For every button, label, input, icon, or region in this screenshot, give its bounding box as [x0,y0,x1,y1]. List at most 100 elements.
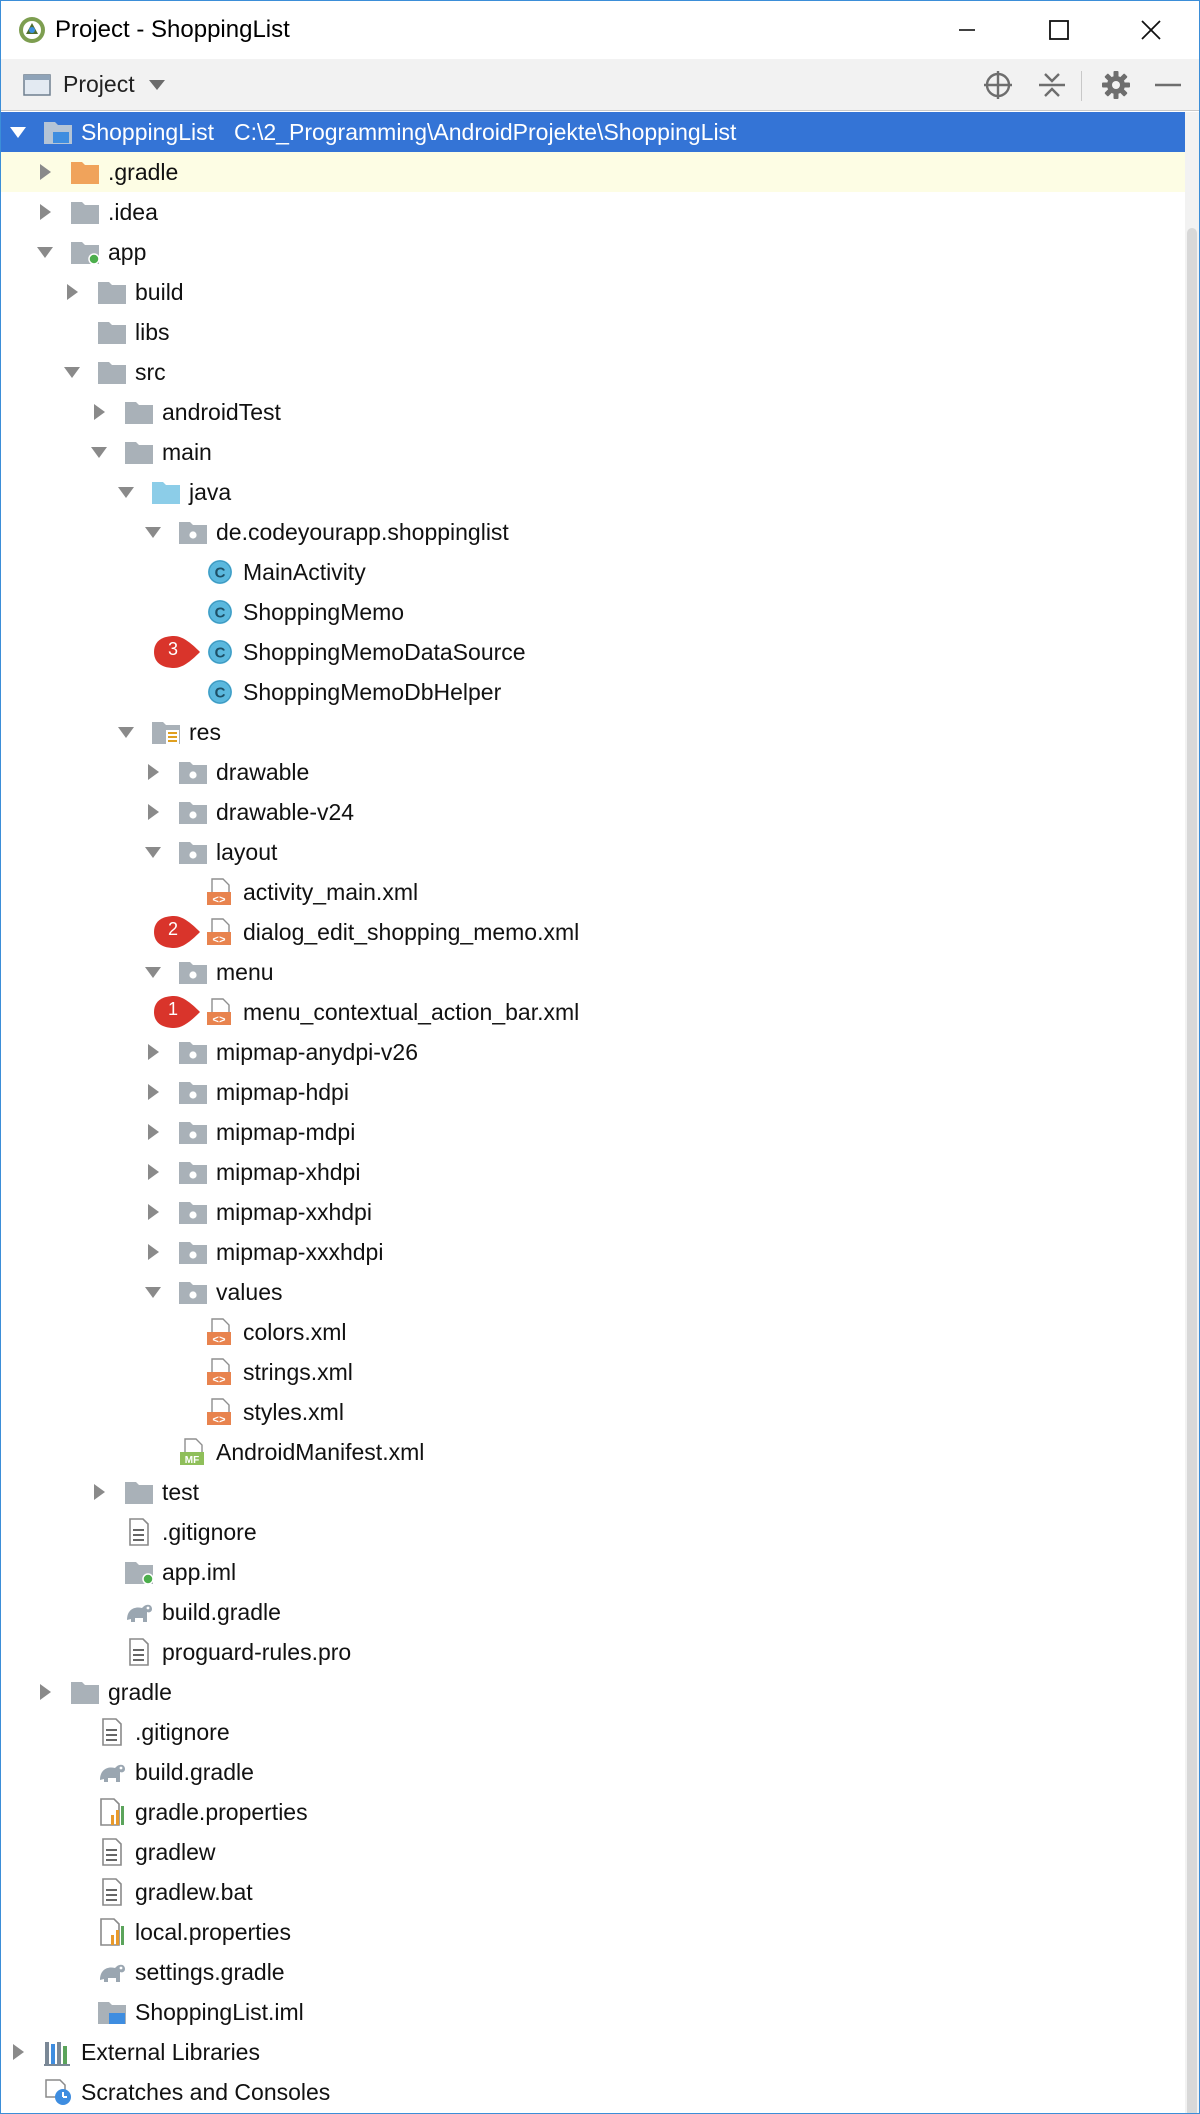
expand-arrow-right-icon[interactable] [144,1123,162,1141]
expand-arrow-right-icon[interactable] [144,1203,162,1221]
locate-button[interactable] [981,69,1015,101]
tree-item[interactable]: de.codeyourapp.shoppinglist [1,512,1199,552]
tree-item[interactable]: java [1,472,1199,512]
expand-arrow-right-icon[interactable] [90,1483,108,1501]
tree-item-label: drawable [216,759,309,786]
expand-arrow-right-icon[interactable] [144,763,162,781]
minimize-button[interactable] [921,1,1013,59]
expand-arrow-down-icon[interactable] [144,1283,162,1301]
expand-arrow-right-icon[interactable] [144,803,162,821]
scrollbar-thumb[interactable] [1187,228,1197,2113]
tree-item[interactable]: .gitignore [1,1512,1199,1552]
scratches-icon [43,2078,73,2106]
tree-item[interactable]: androidTest [1,392,1199,432]
tree-item[interactable]: libs [1,312,1199,352]
expand-arrow-down-icon[interactable] [117,483,135,501]
tree-item[interactable]: gradle [1,1672,1199,1712]
tree-item[interactable]: mipmap-hdpi [1,1072,1199,1112]
tree-item-label: layout [216,839,277,866]
expand-arrow-right-icon[interactable] [90,403,108,421]
tree-item[interactable]: <>strings.xml [1,1352,1199,1392]
tree-item[interactable]: <>styles.xml [1,1392,1199,1432]
tree-item-label: res [189,719,221,746]
tree-item[interactable]: mipmap-mdpi [1,1112,1199,1152]
callout-badge: 3 [150,632,206,672]
tree-item[interactable]: .gradle [1,152,1199,192]
gradle-elephant-icon [97,1758,127,1786]
expand-arrow-down-icon[interactable] [117,723,135,741]
expand-arrow-right-icon[interactable] [144,1243,162,1261]
chevron-down-icon[interactable] [148,79,165,90]
tree-item[interactable]: main [1,432,1199,472]
tree-item[interactable]: Scratches and Consoles [1,2072,1199,2112]
tree-item[interactable]: mipmap-xxxhdpi [1,1232,1199,1272]
maximize-button[interactable] [1013,1,1105,59]
tree-item[interactable]: drawable-v24 [1,792,1199,832]
expand-arrow-right-icon[interactable] [63,283,81,301]
view-selector-label[interactable]: Project [63,71,135,97]
tree-item[interactable]: app.iml [1,1552,1199,1592]
folder-icon [70,198,100,226]
tree-item[interactable]: build [1,272,1199,312]
tree-item[interactable]: layout [1,832,1199,872]
expand-arrow-right-icon[interactable] [144,1043,162,1061]
tree-item[interactable]: menu [1,952,1199,992]
expand-arrow-right-icon[interactable] [144,1083,162,1101]
expand-arrow-right-icon[interactable] [144,1163,162,1181]
tree-item[interactable]: test [1,1472,1199,1512]
expand-arrow-down-icon[interactable] [90,443,108,461]
expand-arrow-right-icon[interactable] [36,163,54,181]
expand-arrow-down-icon[interactable] [144,963,162,981]
tree-item[interactable]: .idea [1,192,1199,232]
tree-item[interactable]: External Libraries [1,2032,1199,2072]
tree-item[interactable]: app [1,232,1199,272]
tree-item[interactable]: proguard-rules.pro [1,1632,1199,1672]
tree-item[interactable]: src [1,352,1199,392]
collapse-all-button[interactable] [1035,69,1069,101]
tree-item[interactable]: res [1,712,1199,752]
expand-arrow-down-icon[interactable] [63,363,81,381]
expand-arrow-right-icon[interactable] [9,2043,27,2061]
tree-item[interactable]: values [1,1272,1199,1312]
tree-item[interactable]: build.gradle [1,1592,1199,1632]
tree-item[interactable]: gradlew.bat [1,1872,1199,1912]
svg-text:<>: <> [212,1015,226,1026]
expand-arrow-down-icon[interactable] [144,843,162,861]
tree-item[interactable]: gradle.properties [1,1792,1199,1832]
tree-item[interactable]: build.gradle [1,1752,1199,1792]
tree-item[interactable]: <>colors.xml [1,1312,1199,1352]
text-file-icon [97,1878,127,1906]
folder-icon [70,1678,100,1706]
tree-item[interactable]: settings.gradle [1,1952,1199,1992]
tree-item[interactable]: local.properties [1,1912,1199,1952]
tree-item[interactable]: gradlew [1,1832,1199,1872]
java-class-icon: C [205,558,235,586]
hide-button[interactable] [1151,69,1185,101]
tree-item[interactable]: ShoppingList.iml [1,1992,1199,2032]
settings-button[interactable] [1099,69,1133,101]
close-button[interactable] [1105,1,1197,59]
expand-arrow-right-icon[interactable] [36,203,54,221]
tree-item-label: mipmap-mdpi [216,1119,355,1146]
tree-item[interactable]: mipmap-xxhdpi [1,1192,1199,1232]
expand-arrow-down-icon[interactable] [144,523,162,541]
folder-icon [124,1478,154,1506]
expand-arrow-right-icon[interactable] [36,1683,54,1701]
expand-arrow-down-icon[interactable] [36,243,54,261]
tree-item[interactable]: <>activity_main.xml [1,872,1199,912]
tree-item[interactable]: .gitignore [1,1712,1199,1752]
tree-item[interactable]: mipmap-anydpi-v26 [1,1032,1199,1072]
expand-arrow-down-icon[interactable] [9,123,27,141]
tree-item[interactable]: drawable [1,752,1199,792]
tree-item[interactable]: mipmap-xhdpi [1,1152,1199,1192]
vertical-scrollbar[interactable] [1185,112,1199,2113]
tree-item-label: AndroidManifest.xml [216,1439,424,1466]
